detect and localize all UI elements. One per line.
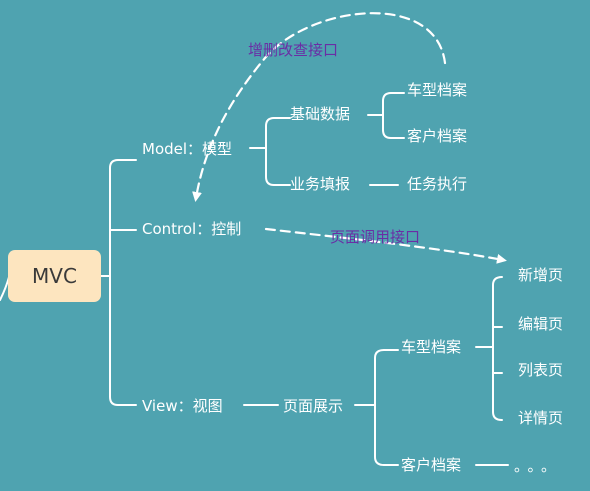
node-model[interactable]: Model：模型 (142, 140, 233, 158)
root-branch-line (100, 159, 119, 406)
base-data-branch-line (367, 92, 392, 139)
node-base-data[interactable]: 基础数据 (290, 105, 351, 123)
node-page-list[interactable]: 列表页 (518, 361, 564, 379)
annotation-page-call-interface: 页面调用接口 (330, 228, 421, 246)
node-view-customer-archive[interactable]: 客户档案 (401, 456, 462, 474)
crud-interface-arrow (192, 12, 447, 202)
annotation-crud-interface: 增删改查接口 (248, 41, 339, 59)
car-archive-pages-line (475, 276, 503, 421)
node-page-display[interactable]: 页面展示 (283, 397, 344, 415)
node-page-add[interactable]: 新增页 (518, 266, 564, 284)
model-branch-line (249, 117, 275, 186)
page-display-branch-line (354, 349, 385, 466)
node-car-archive[interactable]: 车型档案 (407, 81, 468, 99)
page-call-interface-arrow (264, 227, 507, 264)
node-view[interactable]: View：视图 (142, 397, 223, 415)
node-page-detail[interactable]: 详情页 (518, 409, 564, 427)
root-label: MVC (32, 264, 77, 288)
node-view-car-archive[interactable]: 车型档案 (401, 338, 462, 356)
node-page-edit[interactable]: 编辑页 (518, 315, 564, 333)
node-business-report[interactable]: 业务填报 (290, 175, 351, 193)
root-node-mvc[interactable]: MVC (8, 250, 101, 302)
node-ellipsis: 。。。 (514, 457, 563, 475)
node-customer-archive[interactable]: 客户档案 (407, 127, 468, 145)
node-control[interactable]: Control：控制 (142, 220, 242, 238)
node-task-exec[interactable]: 任务执行 (407, 175, 468, 193)
